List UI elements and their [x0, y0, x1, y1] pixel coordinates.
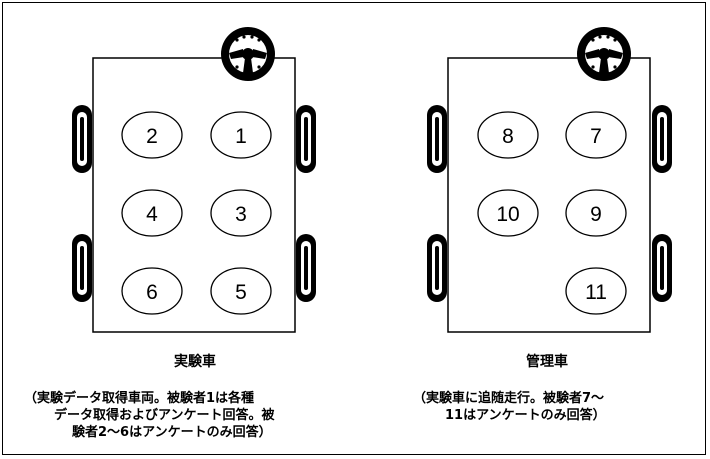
seat-number: 5 — [235, 281, 247, 304]
description-line: （実験車に追随走行。被験者7～ — [413, 391, 605, 406]
seat-11: 11 — [565, 267, 627, 315]
seat-10: 10 — [477, 189, 539, 237]
seat-number: 3 — [235, 203, 247, 226]
wheel-icon — [72, 234, 92, 302]
wheel-icon — [652, 105, 672, 173]
description-line: 験者2～6はアンケートのみ回答） — [72, 425, 272, 440]
vehicle-description-experiment: （実験データ取得車両。被験者1は各種 データ取得およびアンケート回答。被 験者2… — [24, 390, 274, 441]
seat-number: 8 — [502, 125, 514, 148]
vehicle-experiment: 2 1 4 3 6 5 — [72, 27, 316, 333]
seat-number: 11 — [585, 281, 607, 304]
seat-number: 9 — [590, 203, 602, 226]
description-line: （実験データ取得車両。被験者1は各種 — [24, 391, 255, 406]
seat-3: 3 — [210, 189, 272, 237]
wheel-icon — [296, 105, 316, 173]
wheel-icon — [296, 234, 316, 302]
vehicle-title-management: 管理車 — [526, 354, 568, 370]
seat-2: 2 — [121, 111, 183, 159]
seat-number: 7 — [590, 125, 602, 148]
wheel-icon — [427, 234, 447, 302]
description-line: 11はアンケートのみ回答） — [445, 408, 606, 423]
vehicle-description-management: （実験車に追随走行。被験者7～ 11はアンケートのみ回答） — [413, 390, 606, 424]
seat-7: 7 — [565, 111, 627, 159]
vehicle-management: 8 7 10 9 11 — [427, 27, 672, 333]
seat-9: 9 — [565, 189, 627, 237]
wheel-icon — [652, 234, 672, 302]
steering-wheel-icon — [221, 27, 275, 81]
wheel-icon — [427, 105, 447, 173]
description-line: データ取得およびアンケート回答。被 — [54, 408, 275, 423]
seat-number: 6 — [146, 281, 158, 304]
wheel-icon — [72, 105, 92, 173]
seat-8: 8 — [477, 111, 539, 159]
seat-number: 2 — [146, 125, 158, 148]
steering-wheel-icon — [577, 27, 631, 81]
seat-4: 4 — [121, 189, 183, 237]
vehicle-title-experiment: 実験車 — [174, 354, 216, 370]
seat-number: 10 — [496, 203, 519, 226]
figure-frame — [2, 2, 706, 455]
seat-1: 1 — [210, 111, 272, 159]
seat-5: 5 — [210, 267, 272, 315]
seat-6: 6 — [121, 267, 183, 315]
seat-number: 1 — [235, 125, 247, 148]
seat-number: 4 — [146, 203, 158, 226]
